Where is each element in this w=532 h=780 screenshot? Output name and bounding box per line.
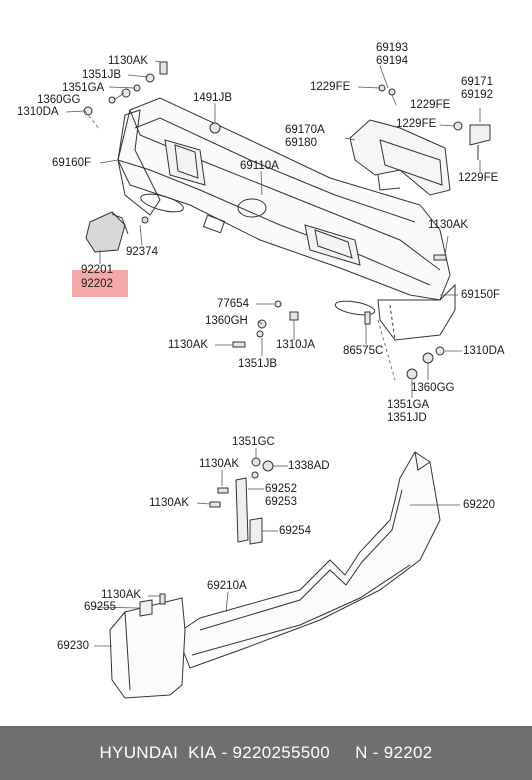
label-92201: 92201 [81, 264, 113, 276]
label-69171: 69171 [461, 76, 493, 88]
footer-brand: HYUNDAI KIA [99, 743, 217, 762]
highlighted-part-box [72, 270, 128, 297]
fasteners [83, 61, 463, 380]
label-1130AK: 1130AK [108, 55, 149, 67]
label-92202: 92202 [81, 278, 113, 290]
label-1351JD: 1351JD [387, 412, 427, 424]
label-69150F: 69150F [461, 289, 501, 301]
footer-bar: HYUNDAI KIA - 9220255500 N - 92202 [0, 726, 532, 780]
bumper-cover-right-69150F [377, 283, 456, 341]
label-1130AK: 1130AK [199, 458, 240, 470]
diagram-drawing [65, 60, 491, 699]
label-1130AK: 1130AK [168, 339, 209, 351]
label-1360GH: 1360GH [205, 315, 248, 327]
footer-separator: - [216, 743, 233, 762]
label-1310DA: 1310DA [463, 345, 505, 357]
label-69252: 69252 [265, 483, 297, 495]
footer-part-number: 9220255500 [232, 743, 331, 762]
brackets-69252 [139, 477, 263, 617]
label-1351GA: 1351GA [62, 82, 105, 94]
label-69220: 69220 [463, 499, 495, 511]
label-77654: 77654 [217, 298, 249, 310]
bumper-cover-left-69160F [117, 109, 161, 216]
label-1310JA: 1310JA [276, 339, 316, 351]
footer-gap [330, 743, 355, 763]
label-1338AD: 1338AD [288, 460, 330, 472]
label-69180: 69180 [285, 137, 317, 149]
label-1491JB: 1491JB [193, 92, 233, 104]
label-69194: 69194 [376, 55, 408, 67]
label-1351GA: 1351GA [387, 399, 430, 411]
bracket-69170A [349, 119, 451, 196]
label-69210A: 69210A [207, 580, 247, 592]
label-69193: 69193 [376, 42, 408, 54]
label-1351GC: 1351GC [232, 436, 275, 448]
label-69160F: 69160F [52, 157, 92, 169]
label-86575C: 86575C [343, 345, 384, 357]
leader-lines-lower [93, 448, 460, 647]
label-1310DA: 1310DA [17, 106, 59, 118]
parts-diagram: 1130AK 1351JB 1351GA 1360GG 1310DA 69160… [17, 42, 505, 699]
label-1130AK: 1130AK [428, 219, 469, 231]
fasteners-lower [159, 457, 274, 605]
label-69192: 69192 [461, 89, 493, 101]
label-1130AK: 1130AK [101, 589, 142, 601]
label-69253: 69253 [265, 496, 297, 508]
label-1351JB: 1351JB [82, 69, 122, 81]
label-1360GG: 1360GG [411, 382, 455, 394]
label-1130AK: 1130AK [149, 497, 190, 509]
label-69110A: 69110A [240, 160, 279, 172]
bumper-beam-69110A [117, 97, 451, 316]
footer-ref: N - 92202 [355, 743, 433, 762]
label-69254: 69254 [279, 525, 311, 537]
label-69170A: 69170A [285, 124, 325, 136]
small-bracket-69171 [469, 124, 491, 160]
label-69230: 69230 [57, 640, 89, 652]
label-1229FE: 1229FE [410, 99, 451, 111]
rear-bumper-69220 [181, 451, 441, 669]
label-1351JB: 1351JB [238, 358, 278, 370]
label-1229FE: 1229FE [310, 81, 351, 93]
label-1360GG: 1360GG [37, 94, 81, 106]
label-1229FE: 1229FE [396, 118, 437, 130]
label-69255: 69255 [84, 601, 116, 613]
leader-lines-upper [65, 60, 481, 398]
label-92374: 92374 [126, 246, 158, 258]
fog-lamp-92201 [85, 211, 149, 253]
label-1229FE: 1229FE [458, 172, 499, 184]
